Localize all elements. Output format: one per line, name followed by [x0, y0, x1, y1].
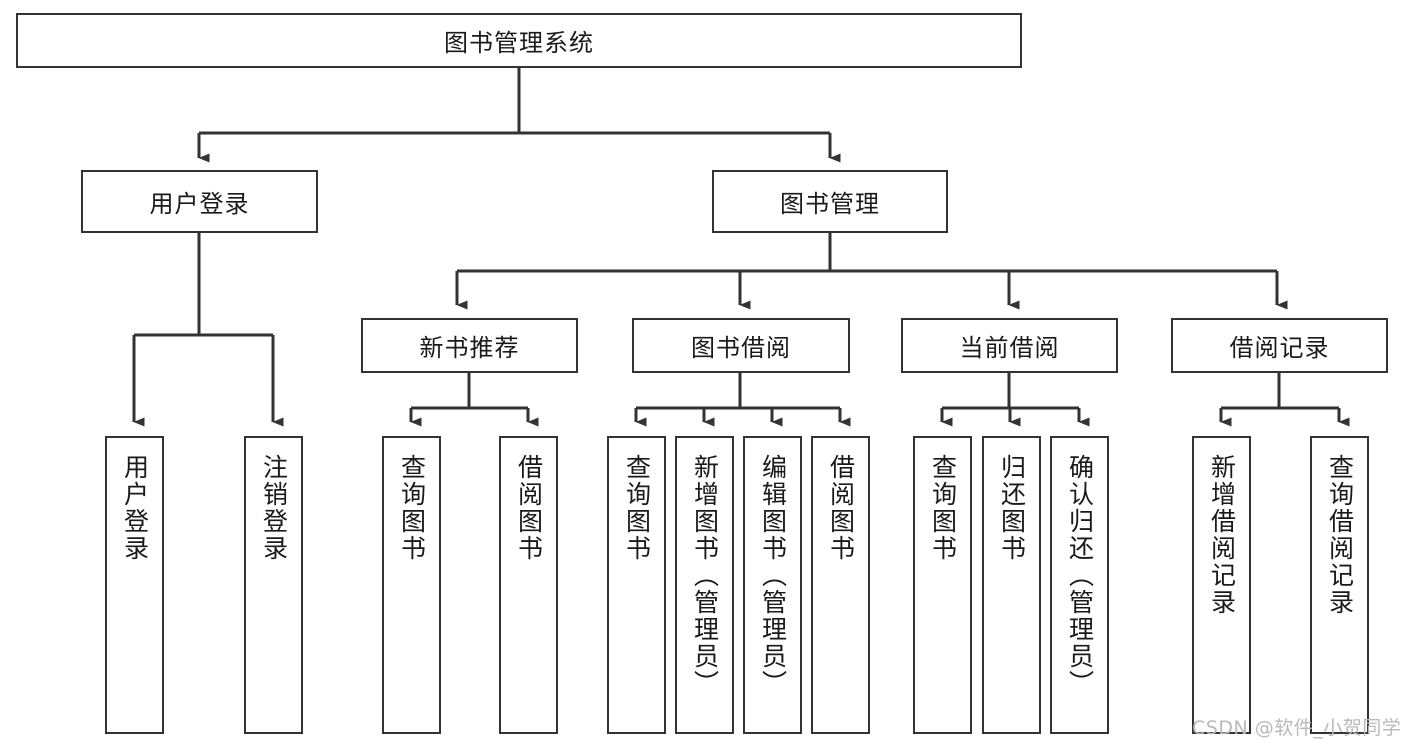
node-label: 当前借阅 [959, 334, 1060, 362]
leaf-borrow-edit-book-admin[interactable]: 编辑图书（管理员） [743, 436, 802, 734]
node-label: 用户登录 [120, 454, 150, 562]
leaf-user-login-signout[interactable]: 注销登录 [244, 436, 303, 734]
node-book-borrow[interactable]: 图书借阅 [632, 318, 850, 373]
node-label: 注销登录 [259, 454, 289, 562]
node-label: 图书管理 [780, 190, 880, 218]
node-label: 借阅记录 [1229, 334, 1330, 362]
csdn-watermark: CSDN @软件_小贺同学 [1192, 717, 1402, 739]
node-label: 借阅图书 [826, 454, 856, 562]
node-label: 新增图书（管理员） [690, 454, 720, 697]
node-label: 图书借阅 [691, 334, 791, 362]
node-label: 确认归还（管理员） [1065, 454, 1095, 697]
node-label: 查询借阅记录 [1325, 454, 1355, 616]
leaf-borrow-query-book[interactable]: 查询图书 [607, 436, 666, 734]
node-label: 归还图书 [997, 454, 1027, 562]
leaf-record-add-record[interactable]: 新增借阅记录 [1192, 436, 1251, 734]
leaf-user-login-signin[interactable]: 用户登录 [105, 436, 164, 734]
node-label: 借阅图书 [514, 454, 544, 562]
node-label: 新书推荐 [419, 334, 520, 362]
node-label: 查询图书 [928, 454, 958, 562]
node-borrow-record[interactable]: 借阅记录 [1171, 318, 1388, 373]
node-label: 用户登录 [149, 190, 250, 218]
node-new-book-recommend[interactable]: 新书推荐 [361, 318, 578, 373]
leaf-current-return-book[interactable]: 归还图书 [982, 436, 1041, 734]
node-label: 图书管理系统 [444, 29, 594, 57]
node-label: 查询图书 [397, 454, 427, 562]
node-root-book-management-system[interactable]: 图书管理系统 [16, 13, 1022, 68]
leaf-current-query-book[interactable]: 查询图书 [913, 436, 972, 734]
node-label: 查询图书 [622, 454, 652, 562]
node-current-borrow[interactable]: 当前借阅 [901, 318, 1118, 373]
node-user-login[interactable]: 用户登录 [81, 170, 318, 233]
node-label: 新增借阅记录 [1207, 454, 1237, 616]
leaf-record-query-record[interactable]: 查询借阅记录 [1310, 436, 1369, 734]
node-book-management[interactable]: 图书管理 [712, 170, 948, 233]
leaf-recommend-query-book[interactable]: 查询图书 [382, 436, 441, 734]
leaf-recommend-borrow-book[interactable]: 借阅图书 [499, 436, 558, 734]
leaf-borrow-borrow-book[interactable]: 借阅图书 [811, 436, 870, 734]
leaf-current-confirm-return-admin[interactable]: 确认归还（管理员） [1050, 436, 1109, 734]
node-label: 编辑图书（管理员） [758, 454, 788, 697]
leaf-borrow-add-book-admin[interactable]: 新增图书（管理员） [675, 436, 734, 734]
